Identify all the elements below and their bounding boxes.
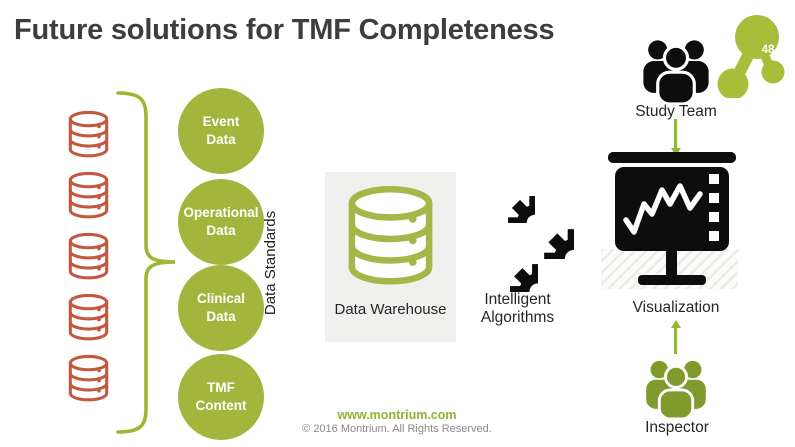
copyright-text: © 2016 Montrium. All Rights Reserved. <box>302 423 492 435</box>
circle-label-line: Data <box>206 309 236 324</box>
algorithms-label: Intelligent Algorithms <box>455 291 580 327</box>
data-warehouse-label: Data Warehouse <box>334 301 447 318</box>
study-team-icon <box>636 34 716 104</box>
tmf-content-circle: TMF Content <box>178 354 264 440</box>
data-warehouse-icon <box>343 184 438 288</box>
operational-data-circle: Operational Data <box>178 179 264 265</box>
event-data-circle: Event Data <box>178 88 264 174</box>
website-link[interactable]: www.montrium.com <box>337 408 457 422</box>
circle-label-line: Data <box>206 223 236 238</box>
curly-brace-icon <box>116 91 176 434</box>
study-team-label: Study Team <box>635 103 717 120</box>
arrow-up-head-icon <box>670 320 681 328</box>
circle-label-line: TMF <box>207 380 235 396</box>
arrow-up-icon <box>674 328 677 354</box>
clinical-data-circle: Clinical Data <box>178 265 264 351</box>
circle-label-line: Data <box>206 132 236 147</box>
algorithms-label-line2: Algorithms <box>480 308 555 326</box>
inspector-icon <box>637 355 715 419</box>
circle-label-line: Clinical <box>196 291 245 307</box>
gear-icon <box>480 234 538 292</box>
algorithms-label-line1: Intelligent <box>484 291 551 308</box>
inspector-label: Inspector <box>645 419 709 436</box>
molecule-icon <box>717 15 785 98</box>
slide-number: 48 <box>761 44 775 56</box>
circle-label-line: Event <box>202 114 240 130</box>
circle-label-line: Content <box>195 398 247 413</box>
visualization-label: Visualization <box>632 299 720 316</box>
presentation-screen-icon <box>608 152 736 285</box>
arrow-down-icon <box>674 119 677 148</box>
page-title: Future solutions for TMF Completeness <box>14 14 555 46</box>
data-standards-label: Data Standards <box>262 210 279 316</box>
circle-label-line: Operational <box>183 205 259 221</box>
